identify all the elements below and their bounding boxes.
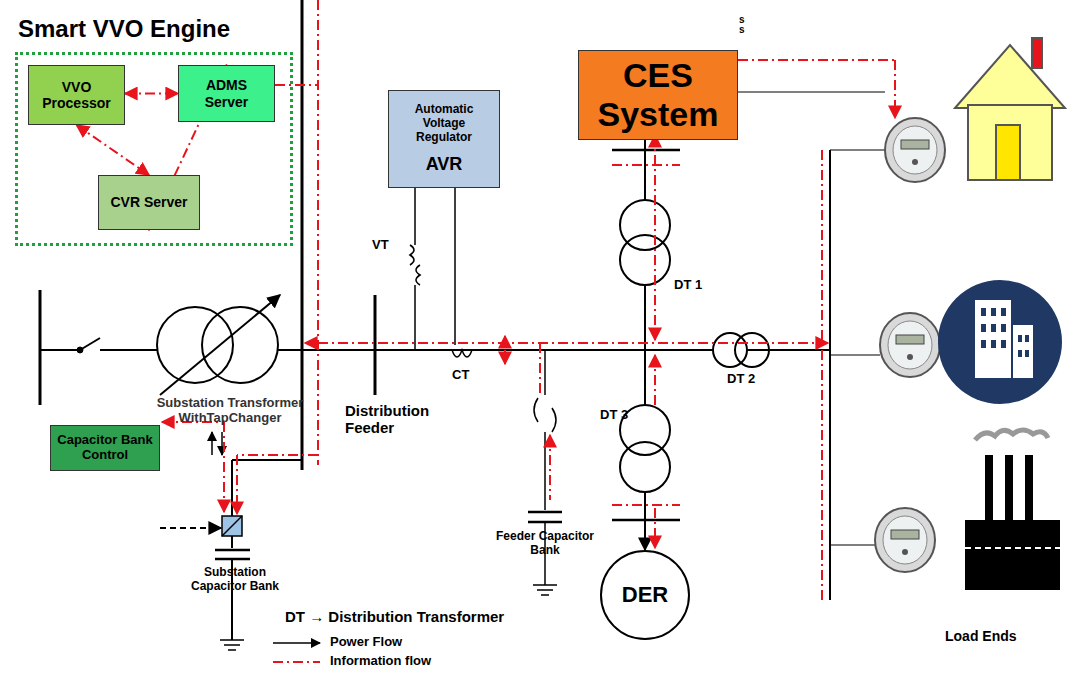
part-label: CT [452, 368, 469, 383]
node-label: CVR Server [110, 194, 187, 210]
process-box: CVR Server [98, 175, 200, 230]
process-box: ADMS Server [178, 65, 275, 122]
part-label: DT 3 [600, 408, 628, 423]
part-label: s [739, 24, 745, 36]
part-label: DT 2 [727, 372, 755, 387]
node-label: CES System [584, 56, 732, 134]
capacitor-switch [222, 516, 242, 536]
node-label: Smart VVO Engine [18, 14, 230, 44]
smart-meters [875, 118, 945, 572]
node-label: ADMS Server [184, 77, 269, 109]
part-label: DT 1 [674, 278, 702, 293]
legend-text: Information flow [330, 654, 431, 669]
part-label: Distribution Feeder [345, 402, 455, 437]
process-box: CES System [578, 50, 738, 140]
process-box: VVO Processor [28, 65, 125, 125]
node-label: DER [622, 582, 668, 607]
part-label: Feeder Capacitor Bank [495, 530, 595, 558]
node-label: VVO Processor [34, 79, 119, 111]
part-label: Substation Capacitor Bank [180, 566, 290, 594]
info-connector [125, 93, 178, 95]
part-label: s [739, 14, 745, 26]
process-box: Automatic Voltage RegulatorAVR [388, 90, 500, 188]
part-label: DT → Distribution Transformer [285, 608, 504, 625]
node-label: Capacitor Bank Control [56, 433, 154, 463]
information-flow [162, 0, 895, 600]
group-panel: Smart VVO EngineVVO Processor ADMS Server… [15, 14, 293, 246]
node-label: Automatic Voltage Regulator [394, 103, 494, 144]
part-label: VT [372, 238, 389, 253]
process-box: Capacitor Bank Control [50, 425, 160, 471]
factory-icon [965, 430, 1060, 590]
legend-samples [273, 643, 320, 662]
node-sublabel: AVR [426, 154, 463, 175]
legend-text: Power Flow [330, 635, 402, 650]
info-connector [77, 125, 150, 175]
building-icon [938, 280, 1062, 404]
part-label: Load Ends [945, 628, 1017, 644]
house-icon [955, 38, 1065, 180]
der-circle: DER [600, 550, 690, 640]
power-wiring [40, 0, 885, 650]
part-label: Substation Transformer WithTapChanger [140, 396, 320, 426]
